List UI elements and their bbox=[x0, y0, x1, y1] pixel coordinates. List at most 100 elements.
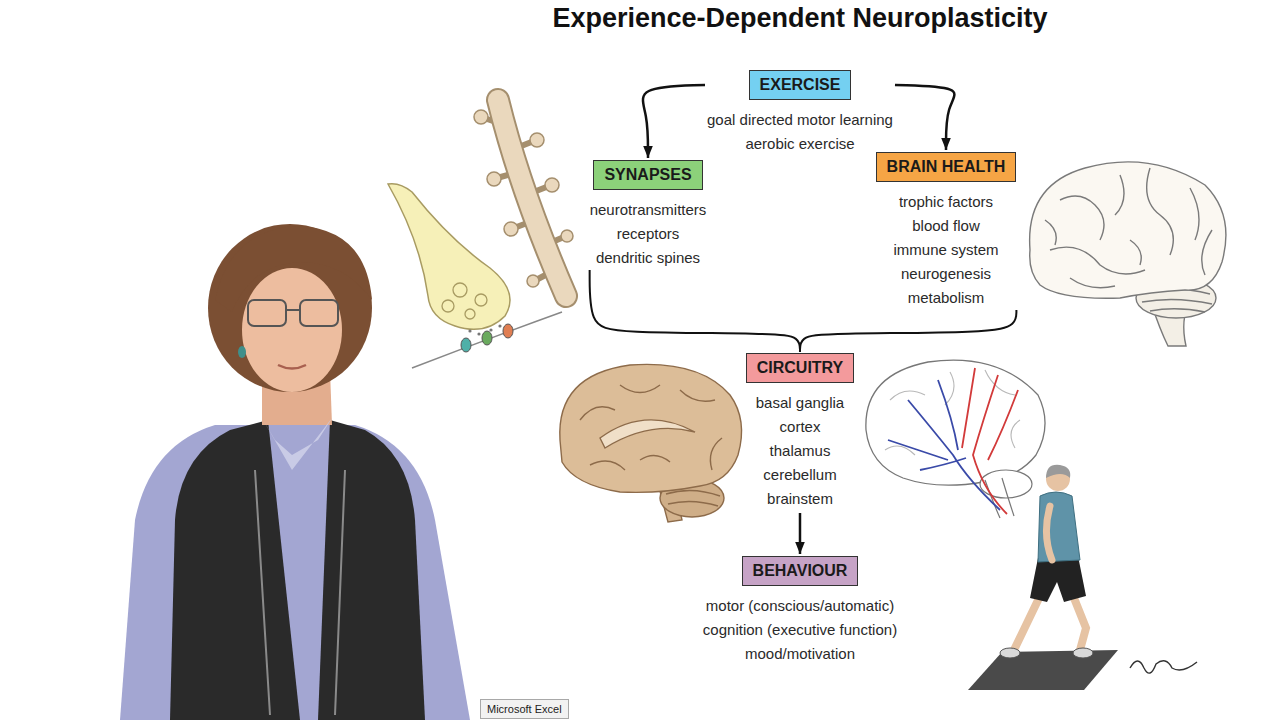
text-line: metabolism bbox=[893, 286, 998, 310]
presenter-vest bbox=[170, 420, 300, 720]
transmitter-dot bbox=[489, 328, 492, 331]
text-line: brainstem bbox=[756, 487, 844, 511]
brain-gyri bbox=[885, 370, 1020, 455]
text-line: immune system bbox=[893, 238, 998, 262]
brace-connector bbox=[590, 270, 800, 352]
spine-head bbox=[504, 222, 518, 236]
vesicle bbox=[465, 309, 475, 319]
presenter-collar bbox=[262, 418, 332, 470]
artist-signature bbox=[1130, 661, 1197, 673]
tooltip-label: Microsoft Excel bbox=[480, 699, 569, 719]
presenter-face bbox=[242, 268, 342, 392]
receptor bbox=[461, 338, 471, 352]
walker-shoe bbox=[1000, 648, 1020, 658]
brain-folds bbox=[580, 385, 722, 470]
concept-node: BEHAVIOUR motor (conscious/automatic) cog… bbox=[703, 556, 897, 666]
text-line: trophic factors bbox=[893, 190, 998, 214]
presenter-glasses bbox=[300, 300, 338, 326]
dendrite-shaft bbox=[498, 100, 566, 296]
node-heading: BEHAVIOUR bbox=[742, 556, 859, 586]
node-heading: CIRCUITRY bbox=[746, 353, 855, 383]
text-line: aerobic exercise bbox=[707, 132, 893, 156]
presenter-fringe bbox=[215, 226, 372, 312]
brace-connector bbox=[800, 310, 1016, 352]
circuit-pathway bbox=[888, 380, 1000, 510]
postsynaptic-membrane bbox=[412, 312, 562, 368]
text-line: receptors bbox=[590, 222, 707, 246]
diagram-title: Experience-Dependent Neuroplasticity bbox=[552, 2, 1047, 34]
vesicles bbox=[442, 283, 487, 319]
vesicle bbox=[442, 300, 454, 312]
treadmill-walker-illustration bbox=[968, 465, 1118, 690]
walker-leg bbox=[1014, 596, 1086, 650]
synaptic-terminal bbox=[388, 184, 510, 330]
node-heading: EXERCISE bbox=[749, 70, 852, 100]
node-heading: SYNAPSES bbox=[593, 160, 702, 190]
corpus-callosum bbox=[600, 420, 695, 448]
walker-arm bbox=[1046, 506, 1052, 560]
text-line: cortex bbox=[756, 415, 844, 439]
text-line: motor (conscious/automatic) bbox=[703, 594, 897, 618]
presenter-zipper bbox=[255, 470, 345, 715]
vesicle bbox=[453, 283, 467, 297]
concept-node: EXERCISE goal directed motor learning aer… bbox=[707, 70, 893, 156]
vesicle bbox=[475, 294, 487, 306]
presenter-mouth bbox=[278, 365, 306, 369]
presenter-glasses bbox=[286, 309, 300, 311]
brain-gyri bbox=[1045, 168, 1212, 288]
node-description: basal ganglia cortex thalamus cerebellum… bbox=[756, 391, 844, 511]
brain-outline bbox=[866, 360, 1045, 485]
walker-shoe bbox=[1073, 648, 1093, 658]
text-line: basal ganglia bbox=[756, 391, 844, 415]
sagittal-brain-illustration bbox=[560, 364, 742, 522]
text-line: neurotransmitters bbox=[590, 198, 707, 222]
text-line: mood/motivation bbox=[703, 642, 897, 666]
walker-shorts bbox=[1030, 556, 1086, 602]
spine-head bbox=[527, 275, 539, 287]
cerebrum bbox=[560, 364, 742, 492]
spine-head bbox=[474, 110, 488, 124]
receptor bbox=[503, 324, 513, 338]
receptor bbox=[482, 331, 492, 345]
transmitter-dot bbox=[477, 332, 480, 335]
concept-node: BRAIN HEALTH trophic factors blood flow i… bbox=[876, 152, 1017, 310]
presenter-vest bbox=[318, 420, 425, 720]
dendrite-shaft bbox=[498, 100, 566, 296]
node-description: goal directed motor learning aerobic exe… bbox=[707, 108, 893, 156]
transmitter-dot bbox=[468, 329, 471, 332]
brain-illustration bbox=[1030, 162, 1226, 346]
connectors bbox=[590, 85, 1017, 554]
cerebellum-folds bbox=[666, 490, 720, 506]
text-line: neurogenesis bbox=[893, 262, 998, 286]
transmitter-dot bbox=[498, 324, 501, 327]
circuit-pathway bbox=[962, 368, 1018, 514]
concept-node: CIRCUITRY basal ganglia cortex thalamus c… bbox=[746, 353, 855, 511]
brainstem bbox=[985, 478, 1014, 518]
spine-head bbox=[530, 133, 544, 147]
concept-node: SYNAPSES neurotransmitters receptors dend… bbox=[590, 160, 707, 270]
spine-head bbox=[487, 172, 501, 186]
dendrite-spine-heads bbox=[474, 110, 573, 287]
circuit-brain-illustration bbox=[866, 360, 1045, 518]
synapse-illustration bbox=[388, 184, 562, 368]
presenter-glasses bbox=[248, 300, 286, 326]
spine-head bbox=[561, 230, 573, 242]
node-description: motor (conscious/automatic) cognition (e… bbox=[703, 594, 897, 666]
presenter-earring bbox=[238, 346, 246, 358]
node-description: neurotransmitters receptors dendritic sp… bbox=[590, 198, 707, 270]
cerebellum bbox=[980, 470, 1032, 498]
text-line: dendritic spines bbox=[590, 246, 707, 270]
connector-arrow bbox=[895, 85, 954, 150]
text-line: cognition (executive function) bbox=[703, 618, 897, 642]
presenter-hair bbox=[208, 224, 372, 392]
cerebrum bbox=[1030, 162, 1226, 298]
spine-head bbox=[545, 178, 559, 192]
node-heading: BRAIN HEALTH bbox=[876, 152, 1017, 182]
text-line: cerebellum bbox=[756, 463, 844, 487]
text-line: blood flow bbox=[893, 214, 998, 238]
text-line: goal directed motor learning bbox=[707, 108, 893, 132]
